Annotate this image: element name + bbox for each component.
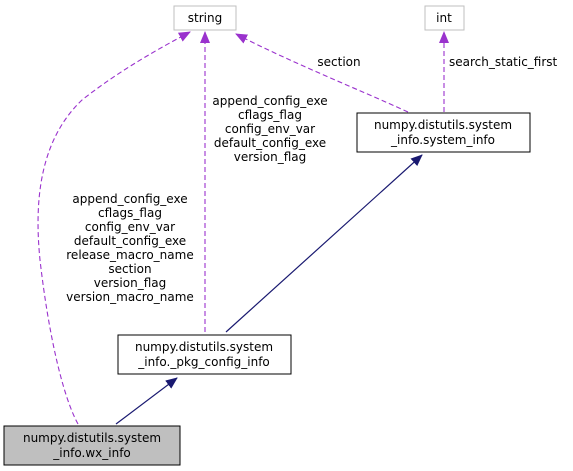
edge-wx-info-to-string — [37, 31, 191, 425]
node-pkg-config-info-line-1: numpy.distutils.system — [135, 340, 273, 354]
pkg-config-member: cflags_flag — [238, 108, 302, 122]
pkg-config-member: append_config_exe — [212, 94, 327, 108]
pkg-config-member: default_config_exe — [214, 136, 326, 150]
wx-info-member: cflags_flag — [98, 206, 162, 220]
node-wx-info-line-1: numpy.distutils.system — [23, 431, 161, 445]
edge-label-section: section — [317, 55, 360, 69]
edge-system-info-to-string — [235, 33, 409, 113]
node-string[interactable]: string — [173, 5, 237, 31]
node-wx-info[interactable]: numpy.distutils.system _info.wx_info — [3, 425, 181, 466]
edge-label-search-static-first: search_static_first — [449, 55, 558, 69]
node-wx-info-line-2: _info.wx_info — [52, 446, 131, 460]
wx-info-member: append_config_exe — [72, 192, 187, 206]
node-pkg-config-info[interactable]: numpy.distutils.system _info._pkg_config… — [117, 334, 292, 375]
node-int[interactable]: int — [424, 5, 465, 31]
node-system-info-line-1: numpy.distutils.system — [374, 118, 512, 132]
pkg-config-member: version_flag — [234, 150, 306, 164]
wx-info-member: version_macro_name — [66, 290, 194, 304]
node-string-label: string — [188, 11, 222, 25]
wx-info-member: default_config_exe — [74, 234, 186, 248]
wx-info-member: config_env_var — [85, 220, 175, 234]
edge-label-pkg-config-members: append_config_exe cflags_flag config_env… — [212, 94, 327, 164]
wx-info-member: section — [108, 262, 151, 276]
wx-info-member: version_flag — [94, 276, 166, 290]
edge-label-wx-info-members: append_config_exe cflags_flag config_env… — [66, 192, 194, 304]
node-int-label: int — [436, 11, 452, 25]
edge-pkg-config-info-to-system-info — [225, 154, 423, 333]
wx-info-member: release_macro_name — [66, 248, 193, 262]
node-pkg-config-info-line-2: _info._pkg_config_info — [137, 355, 270, 369]
node-system-info[interactable]: numpy.distutils.system _info.system_info — [356, 112, 531, 153]
node-system-info-line-2: _info.system_info — [390, 133, 495, 147]
pkg-config-member: config_env_var — [225, 122, 315, 136]
edge-wx-info-to-pkg-config-info — [115, 377, 178, 425]
